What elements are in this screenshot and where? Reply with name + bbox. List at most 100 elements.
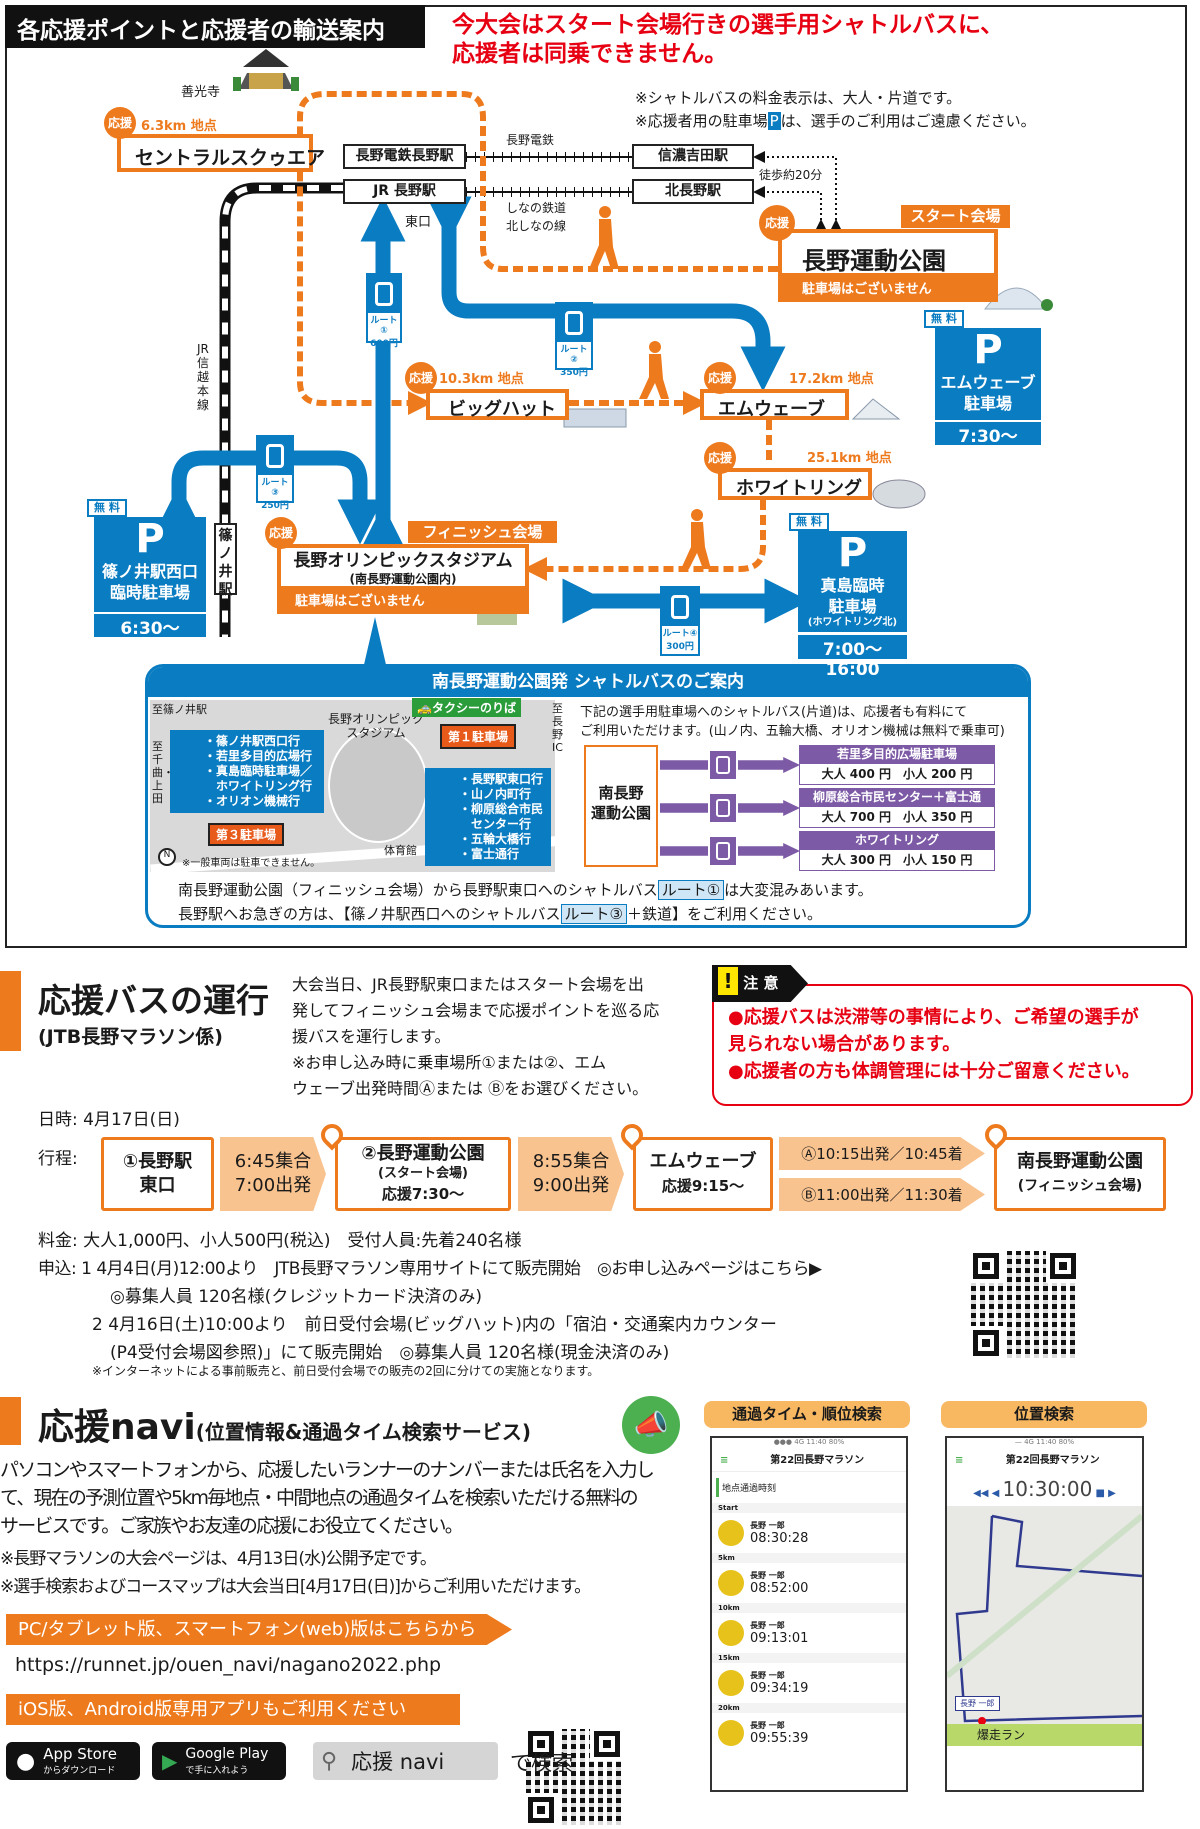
bus-icon [708,749,738,781]
km-label: 25.1km 地点 [807,451,892,466]
station-shinonoi: 篠ノ井駅 [214,523,237,598]
navi-url-link[interactable]: https://runnet.jp/ouen_navi/nagano2022.p… [15,1654,442,1676]
destination-price: 大人 300 円 小人 150 円 [799,849,995,871]
checkpoint-label: 10km [712,1603,906,1613]
bus-icon [258,437,292,475]
runner-marker: 長野 一郎 [955,1696,1000,1711]
course-start-to-central [297,91,778,415]
section-marker [0,971,21,1051]
apply-line[interactable]: 申込: 1 4月4日(月)12:00より JTB長野マラソン専用サイトにて販売開… [38,1259,822,1279]
finish-venue-tag: フィニッシュ会場 [408,521,557,543]
search-box[interactable]: ⚲ 応援 navi [313,1742,498,1780]
start-no-parking: 駐車場はございません [778,277,998,302]
route-tag: ルート① [657,880,725,900]
apply-line: ◎募集人員 120名様(クレジットカード決済のみ) [110,1287,482,1307]
bus-stop-right: ・長野駅東口行・山ノ内町行・柳原総合市民 センター行・五輪大橋行・富士通行 [425,768,551,866]
phone2-label: 位置検索 [941,1401,1147,1428]
itinerary-stop: エムウェーブ応援9:15〜 [633,1137,773,1211]
map-title: 各応援ポイントと応援者の輸送案内 [5,5,425,48]
itinerary-stop: 南長野運動公園(フィニッシュ会場) [994,1137,1166,1211]
route-tag: ルート③ [560,904,627,924]
search-suffix: で検索 [510,1751,573,1775]
station-jr-nagano: JR 長野駅 [343,179,466,204]
east-exit-label: 東口 [405,215,432,230]
point-white-ring: ホワイトリング [718,468,872,500]
cheer-badge: 応援 [265,517,297,549]
itinerary-leg-a: Ⓐ10:15出発／10:45着 [779,1137,985,1170]
point-m-wave: エムウェーブ [700,389,849,420]
north-icon: N [158,848,176,866]
cheer-badge: 応援 [104,107,136,139]
callout-pointer [363,617,387,669]
stadium-label: 長野オリンピック スタジアム [327,712,424,740]
app-version-banner: iOS版、Android版専用アプリもご利用ください [6,1694,460,1725]
time-row[interactable]: 長野 一郎 08:52:00 [712,1563,906,1603]
course-map: 長野 一郎 爆走ラン [947,1506,1142,1746]
taxi-stand: 🚕タクシーのりば [412,698,521,717]
point-big-hat: ビッグハット [426,389,569,420]
start-venue-tag: スタート会場 [901,205,1010,228]
station-nagano-dentetsu: 長野電鉄長野駅 [343,144,466,169]
checkpoint-label: 15km [712,1653,906,1663]
bus-icon [557,304,591,342]
bus-icon [662,588,698,626]
phone-screenshot-map: — 4G 11:40 80% ≡第22回長野マラソン ◀◀ ◀ 10:30:00… [945,1436,1144,1792]
ad-banner: 爆走ラン [947,1724,1142,1746]
shuttle-intro: 下記の選手用駐車場へのシャトルバス(片道)は、応援者も有料にてご利用いただけます… [580,705,1005,739]
time-row[interactable]: 長野 一郎 08:30:28 [712,1513,906,1553]
free-tag: 無 料 [87,499,127,517]
bighat-arena-icon [563,408,627,428]
free-tag: 無 料 [789,513,829,531]
checkpoint-label: 5km [712,1553,906,1563]
bus-description: 大会当日、JR長野駅東口またはスタート会場を出発してフィニッシュ会場まで応援ポイ… [292,975,660,1098]
phone-screenshot-times: ●●● 4G 11:40 80% ≡第22回長野マラソン 地点通過時刻 Star… [710,1436,908,1792]
shuttle-info-panel: 南長野運動公園発 シャトルバスのご案内 至篠ノ井駅 至千曲・上田 至長野IC 長… [145,664,1031,928]
menu-icon: ≡ [720,1455,729,1466]
apply-line: 2 4月16日(土)10:00より 前日受付会場(ビッグハット)内の「宿泊・交通… [92,1315,777,1335]
walk-label: 徒歩約20分 [759,168,823,182]
web-version-banner[interactable]: PC/タブレット版、スマートフォン(web)版はこちらから [6,1614,512,1645]
kitashinano-label: 北しなの線 [506,219,567,233]
destination-name: 若里多目的広場駐車場 [799,745,995,763]
search-icon: ⚲ [321,1748,338,1774]
shinano-label: しなの鉄道 [506,201,567,215]
km-label: 6.3km 地点 [141,119,217,134]
finish-venue-name: 長野オリンピックスタジアム [293,551,513,571]
gym-label: 体育館 [384,844,417,857]
shuttle-title: 南長野運動公園発 シャトルバスのご案内 [148,667,1028,697]
parking-majima: P 真島臨時 駐車場 (ホワイトリング北) [798,531,907,632]
start-venue-name: 長野運動公園 [778,229,998,277]
checkpoint-label: 20km [712,1703,906,1713]
bus-fee: 料金: 大人1,000円、小人500円(税込) 受付人員:先着240名様 [38,1231,522,1251]
apply-line: (P4受付会場図参照)」にて販売開始 ◎募集人員 120名様(現金決済のみ) [110,1343,670,1363]
apple-icon: ● [16,1748,36,1774]
phone-section: 地点通過時刻 [716,1478,902,1497]
bus-icon [708,792,738,824]
time-row[interactable]: 長野 一郎 09:34:19 [712,1663,906,1703]
phone-clock: 10:30:00 [1002,1477,1093,1501]
free-tag: 無 料 [924,310,964,328]
km-label: 17.2km 地点 [789,372,874,387]
checkpoint-label: Start [712,1503,906,1513]
itinerary-stop: ①長野駅東口 [101,1137,214,1211]
time-row[interactable]: 長野 一郎 09:55:39 [712,1713,906,1753]
jr-shinetsu-label: JR信越本線 [197,342,210,412]
direction-label: 至篠ノ井駅 [152,703,207,716]
point-central-square: セントラルスクゥエア [117,134,325,172]
bus-icon [708,835,738,867]
apply-qr-code[interactable] [967,1247,1082,1362]
parking-icon: P [135,517,165,562]
runner-icons [589,206,711,569]
transport-map: 各応援ポイントと応援者の輸送案内 今大会はスタート会場行きの選手用シャトルバスに… [5,5,1187,948]
navi-qr-code[interactable] [522,1725,626,1829]
time-row[interactable]: 長野 一郎 09:13:01 [712,1613,906,1653]
direction-label: 至長野IC [552,702,563,754]
exclamation-icon: ! [718,967,738,995]
